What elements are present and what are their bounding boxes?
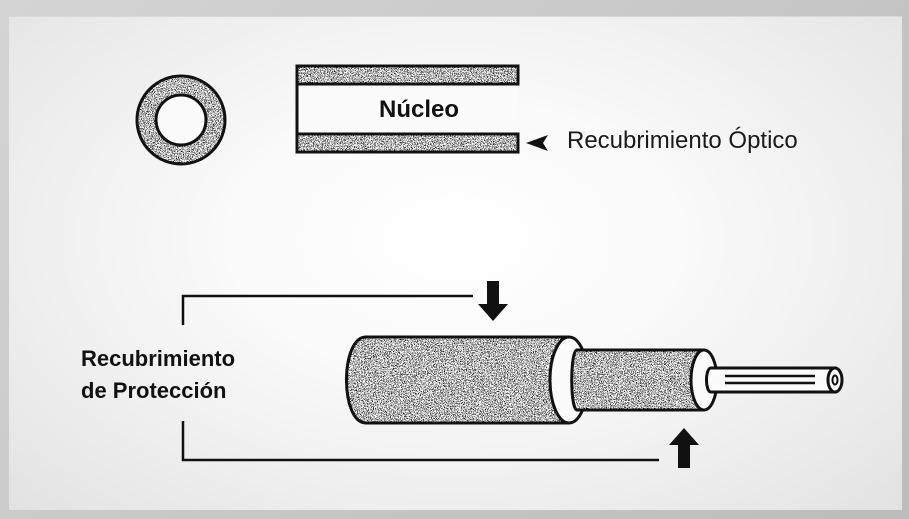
protective-coating-label-line1: Recubrimiento <box>81 346 236 371</box>
callout-bracket <box>181 294 659 462</box>
core-label: Núcleo <box>378 96 459 123</box>
optical-cladding-label: Recubrimiento Óptico <box>567 127 798 154</box>
fiber-cable <box>345 335 844 425</box>
arrow-up-icon <box>669 428 699 468</box>
protective-coating-label-line2: de Protección <box>81 378 227 403</box>
protective-coating-label: Recubrimiento de Protección <box>81 343 235 407</box>
diagram-panel: Núcleo Recubrimiento Óptico Recubrimient… <box>9 16 902 510</box>
fiber-longitudinal-section <box>295 64 520 154</box>
arrowhead-left-icon <box>526 135 548 151</box>
arrow-down-icon <box>478 281 508 321</box>
cross-section-ring-icon <box>135 74 227 166</box>
fiber-diagram <box>135 64 844 468</box>
